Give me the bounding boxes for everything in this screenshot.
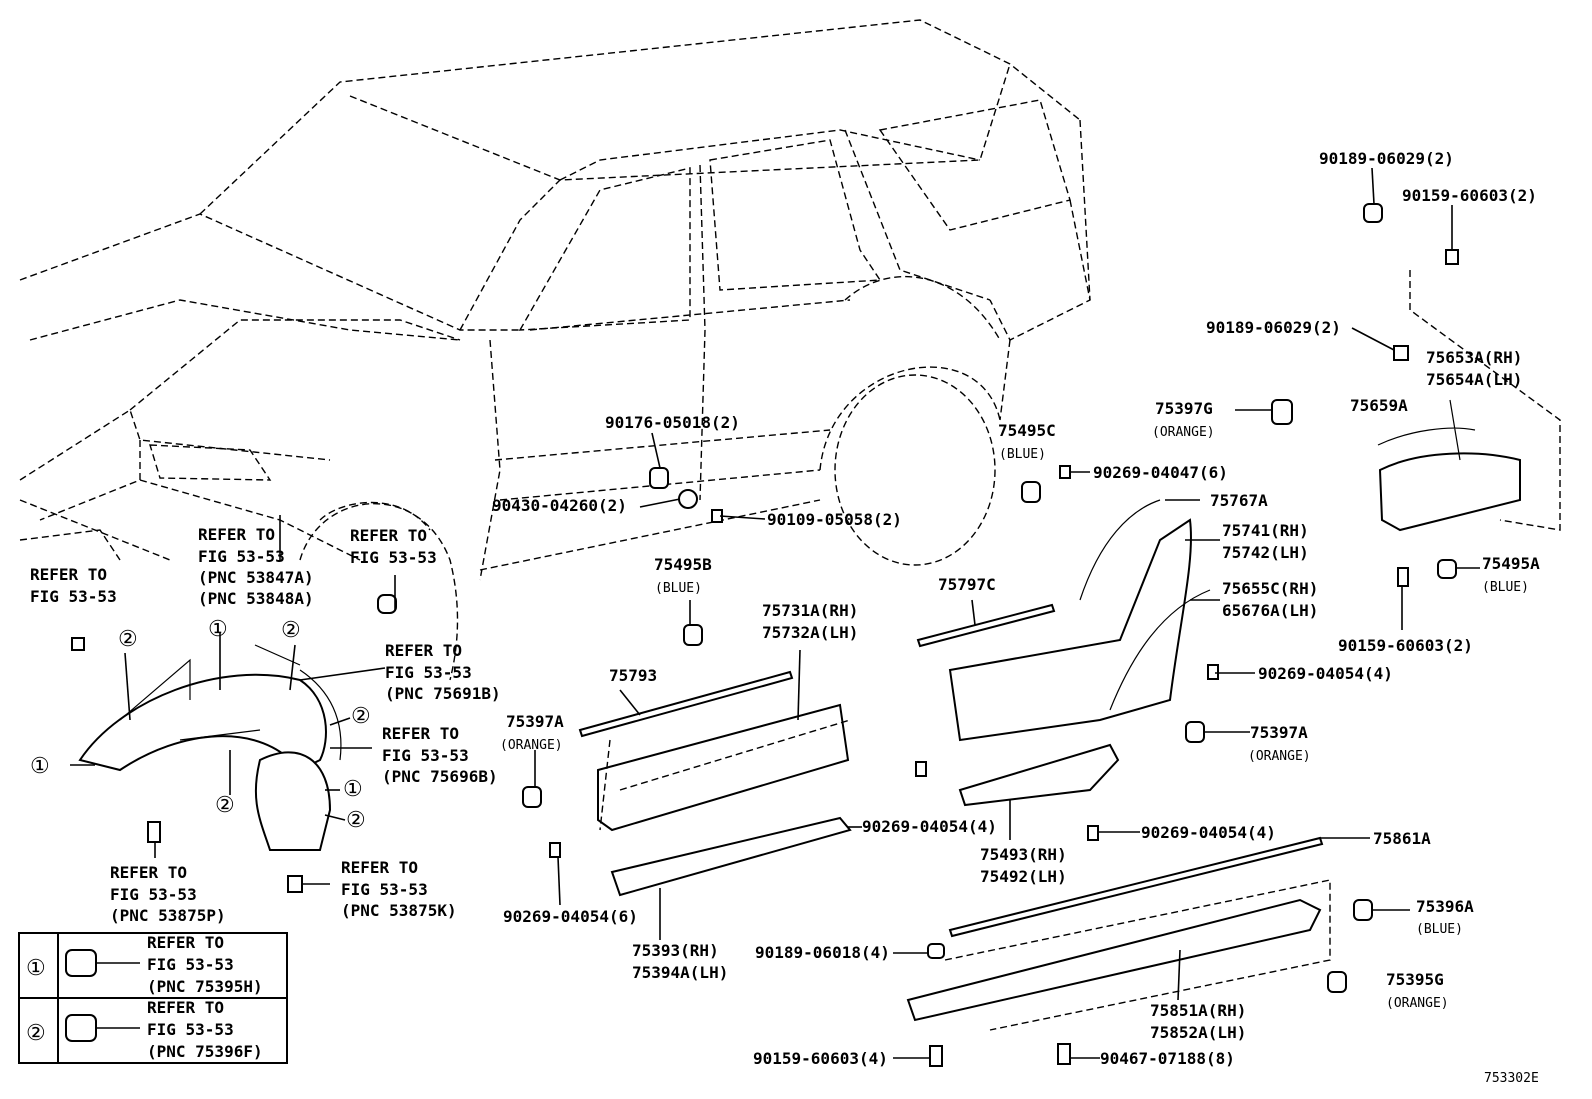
callout-2: ② — [351, 704, 371, 729]
refer-2-line-4: (PNC 53848A) — [198, 589, 314, 608]
part-90189-29b: 90189-06029(2) — [1206, 318, 1341, 337]
refer-1-line-2: FIG 53-53 — [30, 587, 117, 606]
part-90159-a: 90159-60603(2) — [1402, 186, 1537, 205]
refer-7-line-1: REFER TO — [341, 858, 418, 877]
refer-3-line-1: REFER TO — [350, 526, 427, 545]
part-90109: 90109-05058(2) — [767, 510, 902, 529]
refer-5-line-3: (PNC 75696B) — [382, 767, 498, 786]
refer-7-line-3: (PNC 53875K) — [341, 901, 457, 920]
part-75731: 75731A(RH) — [762, 601, 858, 620]
diagram-code: 753302E — [1484, 1071, 1539, 1086]
part-75397G: 75397G — [1155, 399, 1213, 418]
part-90430: 90430-04260(2) — [492, 496, 627, 515]
refer-3-line-2: FIG 53-53 — [350, 548, 437, 567]
callout-numbers: ② ① ② ① ② ① ② ② — [30, 617, 371, 833]
part-75654: 75654A(LH) — [1426, 370, 1522, 389]
leader-lines — [70, 167, 1480, 1059]
callout-2: ② — [281, 618, 301, 643]
part-labels: 90176-05018(2) 90430-04260(2) 90109-0505… — [492, 149, 1540, 1086]
part-90269-6: 90269-04054(6) — [503, 907, 638, 926]
part-90467: 90467-07188(8) — [1100, 1049, 1235, 1068]
part-75495B-color: (BLUE) — [655, 581, 702, 596]
rear-quarter-flare — [906, 499, 1331, 1031]
part-75653: 75653A(RH) — [1426, 348, 1522, 367]
part-75741: 75741(RH) — [1222, 521, 1309, 540]
rear-wheel-flare — [1377, 270, 1561, 532]
refer-6-line-1: REFER TO — [110, 863, 187, 882]
part-75493: 75493(RH) — [980, 845, 1067, 864]
clip-icon — [71, 203, 1459, 1067]
refer-2-line-2: FIG 53-53 — [198, 547, 285, 566]
part-75797C: 75797C — [938, 575, 996, 594]
part-90189-18: 90189-06018(4) — [755, 943, 890, 962]
part-75397A-right: 75397A — [1250, 723, 1308, 742]
part-65676: 65676A(LH) — [1222, 601, 1318, 620]
part-90269-4a: 90269-04054(4) — [862, 817, 997, 836]
callout-2: ② — [346, 808, 366, 833]
legend-1-line-1: REFER TO — [147, 933, 224, 952]
part-90159-b: 90159-60603(4) — [753, 1049, 888, 1068]
refer-5-line-1: REFER TO — [382, 724, 459, 743]
legend-num-1: ① — [26, 956, 46, 981]
front-fender-flare — [78, 644, 342, 851]
callout-2: ② — [118, 627, 138, 652]
refer-2-line-3: (PNC 53847A) — [198, 568, 314, 587]
callout-1: ① — [208, 617, 228, 642]
part-75495C: 75495C — [998, 421, 1056, 440]
legend-1-line-2: FIG 53-53 — [147, 955, 234, 974]
part-75395G: 75395G — [1386, 970, 1444, 989]
callout-2: ② — [215, 793, 235, 818]
refer-6-line-3: (PNC 53875P) — [110, 906, 226, 925]
part-75397G-color: (ORANGE) — [1152, 425, 1215, 440]
part-75492: 75492(LH) — [980, 867, 1067, 886]
part-75495A: 75495A — [1482, 554, 1540, 573]
refer-labels: REFER TO FIG 53-53 REFER TO FIG 53-53 (P… — [30, 525, 501, 925]
part-75395G-color: (ORANGE) — [1386, 996, 1449, 1011]
part-75397A-left-color: (ORANGE) — [500, 738, 563, 753]
legend-num-2: ② — [26, 1021, 46, 1046]
part-90269-4c: 90269-04054(4) — [1141, 823, 1276, 842]
refer-5-line-2: FIG 53-53 — [382, 746, 469, 765]
part-75655: 75655C(RH) — [1222, 579, 1318, 598]
part-75851: 75851A(RH) — [1150, 1001, 1246, 1020]
legend-2-line-3: (PNC 75396F) — [147, 1042, 263, 1061]
refer-4-line-1: REFER TO — [385, 641, 462, 660]
part-75659A: 75659A — [1350, 396, 1408, 415]
refer-1-line-1: REFER TO — [30, 565, 107, 584]
part-75394: 75394A(LH) — [632, 963, 728, 982]
part-75393: 75393(RH) — [632, 941, 719, 960]
part-75852: 75852A(LH) — [1150, 1023, 1246, 1042]
legend-1-line-3: (PNC 75395H) — [147, 977, 263, 996]
part-90269-4b: 90269-04054(4) — [1258, 664, 1393, 683]
legend-2-line-2: FIG 53-53 — [147, 1020, 234, 1039]
part-90176: 90176-05018(2) — [605, 413, 740, 432]
part-90189-29a: 90189-06029(2) — [1319, 149, 1454, 168]
part-90269-47: 90269-04047(6) — [1093, 463, 1228, 482]
part-75397A-right-color: (ORANGE) — [1248, 749, 1311, 764]
callout-1: ① — [30, 754, 50, 779]
part-75396A: 75396A — [1416, 897, 1474, 916]
part-75767A: 75767A — [1210, 491, 1268, 510]
part-75396A-color: (BLUE) — [1416, 922, 1463, 937]
door-molding — [578, 670, 852, 897]
part-75397A-left: 75397A — [506, 712, 564, 731]
callout-1: ① — [343, 777, 363, 802]
refer-2-line-1: REFER TO — [198, 525, 275, 544]
part-75495B: 75495B — [654, 555, 712, 574]
refer-4-line-2: FIG 53-53 — [385, 663, 472, 682]
vehicle-outline — [19, 19, 1091, 681]
part-75732: 75732A(LH) — [762, 623, 858, 642]
legend-box: ① ② REFER TO FIG 53-53 (PNC 75395H) REFE… — [18, 932, 288, 1064]
refer-4-line-3: (PNC 75691B) — [385, 684, 501, 703]
part-75495A-color: (BLUE) — [1482, 580, 1529, 595]
part-75793: 75793 — [609, 666, 657, 685]
part-75495C-color: (BLUE) — [999, 447, 1046, 462]
legend-2-line-1: REFER TO — [147, 998, 224, 1017]
part-90159-c: 90159-60603(2) — [1338, 636, 1473, 655]
part-75861A: 75861A — [1373, 829, 1431, 848]
part-75742: 75742(LH) — [1222, 543, 1309, 562]
refer-6-line-2: FIG 53-53 — [110, 885, 197, 904]
refer-7-line-2: FIG 53-53 — [341, 880, 428, 899]
